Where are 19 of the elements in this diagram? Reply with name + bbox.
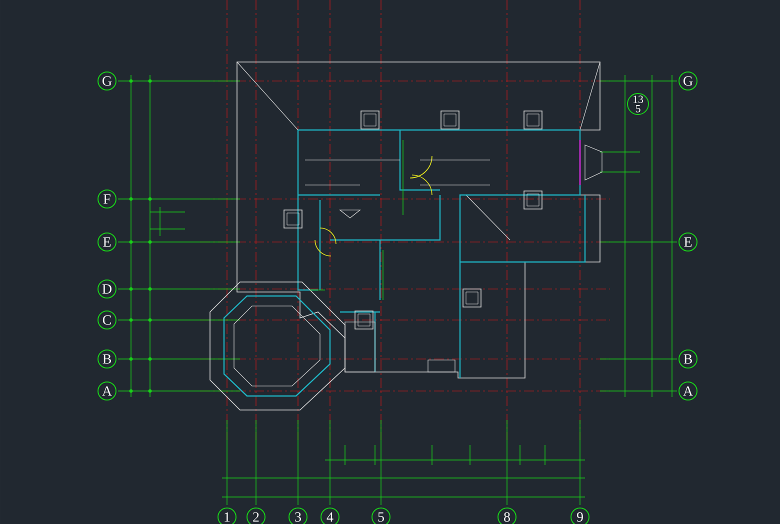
grid-bubble: A — [98, 382, 116, 400]
grid-bubble: G — [678, 72, 698, 90]
grid-bubble: 8 — [498, 508, 516, 524]
grid-bubble: 3 — [288, 508, 308, 524]
grid-bubble: G — [98, 72, 116, 90]
grid-bubble: 5 — [372, 508, 390, 524]
grid-bubble: B — [678, 350, 698, 368]
grid-bubble: 9 — [570, 508, 590, 524]
grid-bubble: A — [678, 382, 698, 400]
grid-bubble: F — [98, 190, 116, 208]
grid-bubble: B — [98, 350, 116, 368]
detail-callout-bubble: 13 5 — [627, 93, 649, 115]
grid-bubble: C — [98, 310, 116, 330]
grid-bubble: E — [98, 232, 116, 252]
grid-bubble: 4 — [320, 508, 340, 524]
grid-bubble: E — [678, 232, 698, 252]
grid-bubble: D — [98, 280, 116, 298]
grid-bubble: 2 — [246, 508, 266, 524]
grid-bubble: 1 — [218, 508, 236, 524]
